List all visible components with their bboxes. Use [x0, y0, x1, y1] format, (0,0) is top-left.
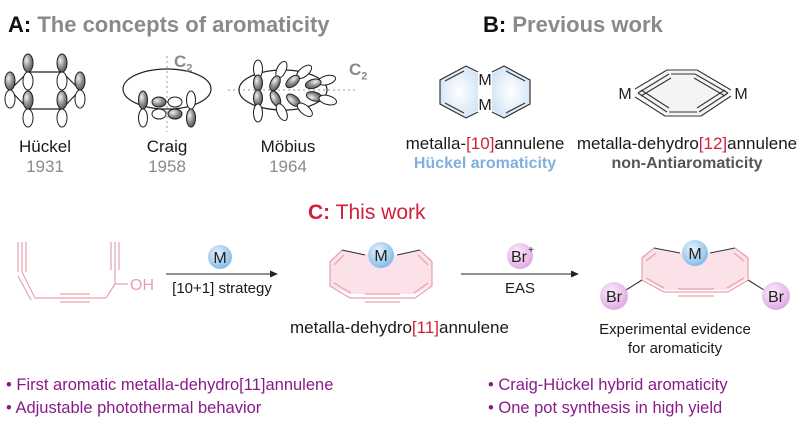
c2-subscript: 2: [361, 70, 368, 83]
highlight-left-2: • Adjustable photothermal behavior: [6, 399, 262, 417]
metal-symbol-right: M: [734, 86, 747, 103]
craig-year: 1958: [148, 157, 186, 176]
ring-size: [11]: [411, 318, 439, 337]
panel-a-title: The concepts of aromaticity: [37, 12, 330, 37]
reagent-charge: +: [528, 245, 534, 256]
compound-b1-name: metalla-[10]annulene: [395, 134, 575, 154]
mobius-name: Möbius: [260, 137, 316, 156]
metal-symbol: M: [688, 246, 701, 263]
huckel-year: 1931: [26, 157, 64, 176]
panel-c-letter: C:: [308, 201, 331, 224]
craig-name: Craig: [146, 137, 188, 156]
name-suffix: annulene: [727, 134, 798, 153]
metalla-10-annulene-structure: M M: [439, 65, 531, 119]
bromine-reagent-badge: Br +: [507, 243, 534, 269]
c2-letter: C: [349, 60, 362, 79]
reagent-bromine-symbol: Br: [511, 249, 528, 266]
metal-symbol-bottom: M: [478, 97, 491, 114]
metal-symbol: M: [374, 248, 387, 265]
mobius-year: 1964: [269, 157, 307, 176]
c2-subscript: 2: [186, 62, 193, 75]
compound-b2-name: metalla-dehydro[12]annulene: [572, 134, 800, 154]
panel-b-heading: B: Previous work: [483, 12, 663, 38]
name-prefix: metalla-: [405, 134, 467, 153]
metal-symbol-left: M: [618, 86, 631, 103]
highlight-right-1: • Craig-Hückel hybrid aromaticity: [488, 376, 728, 394]
craig-orbital-diagram: [122, 56, 212, 132]
product1-name: metalla-dehydro[11]annulene: [290, 318, 509, 338]
name-prefix: metalla-dehydro: [290, 318, 412, 337]
hydroxyl-label: OH: [130, 277, 154, 294]
highlight-left-1: • First aromatic metalla-dehydro[11]annu…: [6, 376, 334, 394]
reagent-metal-symbol: M: [213, 250, 226, 267]
mobius-c2-label: C2: [349, 60, 367, 82]
huckel-name: Hückel: [19, 137, 71, 156]
mobius-orbital-diagram: [228, 59, 358, 123]
highlight-right-2: • One pot synthesis in high yield: [488, 399, 723, 417]
caption-line-1: Experimental evidence: [599, 321, 751, 338]
ring-size: [12]: [698, 134, 728, 153]
bromine-right: Br: [768, 289, 785, 306]
panel-c-title: This work: [335, 201, 426, 224]
product2-caption: Experimental evidence for aromaticity: [575, 320, 775, 358]
p-orbital-lobes: [4, 53, 86, 128]
metalla-dehydro-11-annulene-structure: M: [329, 242, 433, 303]
huckel-aromaticity-label: Hückel aromaticity: [413, 155, 557, 172]
metal-symbol-top: M: [478, 72, 491, 89]
starting-material-structure: OH: [17, 242, 154, 303]
ring-ellipse: [122, 68, 212, 110]
panel-b-title: Previous work: [512, 12, 663, 37]
bromine-left: Br: [606, 289, 623, 306]
metal-reagent-badge: M: [208, 245, 232, 269]
ring-size: [10]: [466, 134, 495, 153]
name-prefix: metalla-dehydro: [576, 134, 699, 153]
panel-c-heading: C: This work: [308, 201, 426, 225]
huckel-orbital-diagram: [4, 53, 86, 128]
brominated-product-structure: M Br Br: [600, 240, 790, 310]
non-antiaromaticity-label: non-Antiaromaticity: [611, 155, 763, 172]
c2-letter: C: [174, 52, 187, 71]
reaction-arrow-2: [461, 270, 579, 278]
step2-label: EAS: [504, 280, 535, 297]
panel-a-letter: A:: [8, 12, 32, 37]
reaction-arrow-1: [166, 270, 278, 278]
craig-c2-label: C2: [174, 52, 192, 74]
name-suffix: annulene: [439, 318, 509, 337]
step1-label: [10+1] strategy: [172, 280, 272, 297]
name-suffix: annulene: [494, 134, 565, 153]
panel-b-letter: B:: [483, 12, 507, 37]
caption-line-2: for aromaticity: [627, 340, 723, 357]
metalla-dehydro-12-annulene-structure: M M: [618, 69, 748, 117]
panel-a-heading: A: The concepts of aromaticity: [8, 12, 330, 38]
